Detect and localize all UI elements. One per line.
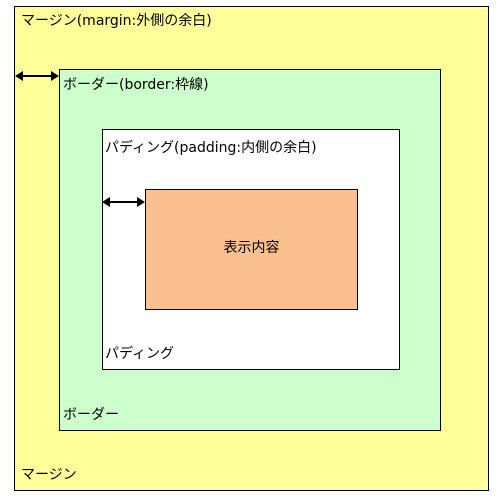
double-headed-arrow-icon: [102, 197, 145, 207]
content-label: 表示内容: [223, 240, 280, 256]
content-box: [145, 189, 358, 310]
double-headed-arrow-icon: [15, 71, 59, 81]
padding-label-bottom: パディング: [105, 346, 175, 362]
padding-label-top: パディング(padding:内側の余白): [105, 140, 317, 156]
border-label-top: ボーダー(border:枠線): [63, 77, 209, 93]
margin-label-top: マージン(margin:外側の余白): [21, 13, 212, 29]
border-label-bottom: ボーダー: [63, 407, 119, 423]
margin-label-bottom: マージン: [21, 467, 77, 483]
